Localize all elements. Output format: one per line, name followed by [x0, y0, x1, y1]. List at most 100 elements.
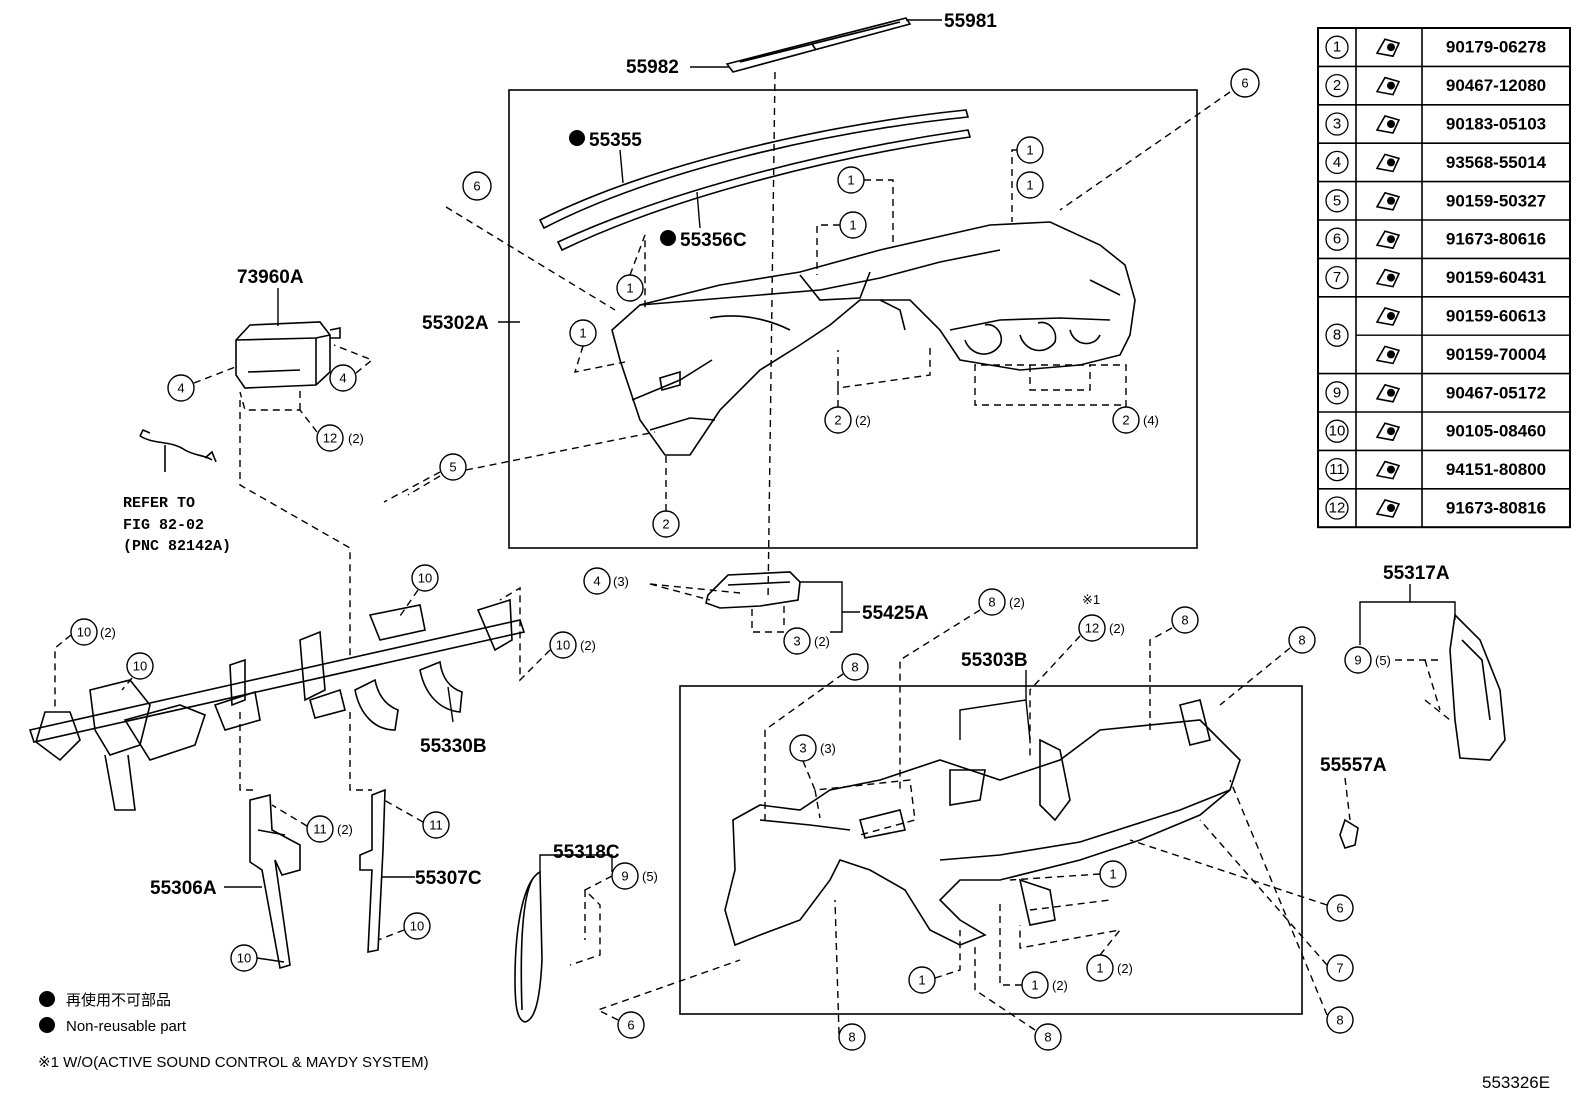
qty-9-5b: (5) — [642, 869, 658, 884]
refer-line-1: REFER TO — [123, 495, 195, 512]
part-55557A: 55557A — [1320, 755, 1387, 776]
svg-text:4: 4 — [177, 381, 184, 396]
svg-text:1: 1 — [1026, 178, 1033, 193]
svg-text:1: 1 — [1109, 867, 1116, 882]
table-part-number: 90467-12080 — [1446, 76, 1546, 95]
svg-text:6: 6 — [1336, 901, 1343, 916]
table-part-number: 90179-06278 — [1446, 38, 1546, 57]
nonreusable-mark-55356C — [660, 230, 676, 246]
nonreusable-mark-55355 — [569, 130, 585, 146]
qty-3-2: (2) — [814, 634, 830, 649]
upper-group-box — [508, 89, 1198, 549]
table-key-circle — [1325, 227, 1349, 251]
table-key-circle — [1325, 419, 1349, 443]
svg-text:9: 9 — [621, 869, 628, 884]
svg-text:8: 8 — [1181, 613, 1188, 628]
table-key-circle — [1325, 265, 1349, 290]
qty-10-2a: (2) — [100, 625, 116, 640]
table-key-circle — [1325, 189, 1349, 213]
defroster-nozzle-drawing — [725, 17, 912, 73]
part-55317A: 55317A — [1383, 563, 1450, 584]
dash-frame-55303B-drawing — [724, 699, 1241, 947]
part-55330B: 55330B — [420, 736, 487, 757]
seal-55318C-drawing — [514, 870, 543, 1023]
table-key-circle — [1325, 150, 1349, 175]
svg-text:8: 8 — [851, 660, 858, 675]
instrument-panel-drawing — [611, 221, 1136, 456]
part-55355: 55355 — [589, 130, 642, 151]
fastener-icon — [1375, 153, 1401, 173]
table-part-number: 90105-08460 — [1446, 422, 1546, 441]
legend-dot-jp — [39, 991, 55, 1007]
table-key-circle — [1325, 381, 1349, 405]
lower-callouts: 8 (2) ※1 12 (2) 8 8 8 3 (3) 1 1 1 (2) 1 … — [596, 588, 1354, 1051]
part-55318C: 55318C — [553, 842, 620, 863]
svg-text:9: 9 — [1354, 653, 1361, 668]
qty-8-2: (2) — [1009, 595, 1025, 610]
fastener-icon — [1375, 115, 1401, 134]
clip-55557A-drawing — [1339, 818, 1359, 849]
svg-text:1: 1 — [1031, 978, 1038, 993]
table-part-number: 91673-80816 — [1446, 499, 1546, 518]
qty-12-2b: (2) — [1109, 621, 1125, 636]
table-part-number: 91673-80616 — [1446, 230, 1546, 249]
table-key: 11 — [1329, 461, 1345, 478]
part-55306A: 55306A — [150, 878, 217, 899]
table-key: 8 — [1333, 327, 1341, 344]
svg-text:12: 12 — [323, 431, 337, 446]
svg-text:1: 1 — [918, 973, 925, 988]
table-part-number: 93568-55014 — [1446, 153, 1547, 172]
brace-callouts: 11 (2) 11 10 10 — [230, 799, 450, 972]
table-part-number: 94151-80800 — [1446, 460, 1546, 479]
table-part-number: 90467-05172 — [1446, 383, 1546, 402]
qty-4-3: (3) — [613, 574, 629, 589]
svg-text:1: 1 — [626, 281, 633, 296]
table-key: 7 — [1333, 269, 1341, 286]
svg-text:1: 1 — [847, 173, 854, 188]
fastener-icon — [1375, 230, 1401, 250]
qty-9-5a: (5) — [1375, 653, 1391, 668]
svg-text:3: 3 — [793, 634, 800, 649]
table-key: 12 — [1329, 500, 1346, 517]
svg-text:10: 10 — [418, 571, 432, 586]
table-key-circle — [1325, 112, 1349, 136]
footnote: ※1 W/O(ACTIVE SOUND CONTROL & MAYDY SYST… — [38, 1054, 429, 1071]
brace-55307C-drawing — [359, 788, 386, 953]
table-part-number: 90159-70004 — [1446, 345, 1547, 364]
svg-text:2: 2 — [662, 517, 669, 532]
qty-3-3: (3) — [820, 741, 836, 756]
svg-text:10: 10 — [556, 638, 570, 653]
legend-dot-en — [39, 1017, 55, 1033]
legend-jp: 再使用不可部品 — [66, 992, 171, 1009]
table-key: 4 — [1333, 154, 1341, 171]
svg-text:6: 6 — [627, 1018, 634, 1033]
svg-text:6: 6 — [473, 179, 480, 194]
table-key: 9 — [1333, 384, 1341, 401]
table-key: 1 — [1333, 39, 1341, 56]
table-key: 5 — [1333, 192, 1341, 209]
svg-text:3: 3 — [799, 741, 806, 756]
svg-text:1: 1 — [1026, 143, 1033, 158]
wire-harness-drawing — [139, 428, 217, 472]
svg-text:4: 4 — [339, 371, 346, 386]
svg-text:5: 5 — [449, 460, 456, 475]
fastener-icon — [1375, 268, 1401, 288]
molding-strips-drawing — [538, 109, 972, 252]
qty-1-2a: (2) — [1052, 978, 1068, 993]
fastener-icon — [1375, 345, 1401, 365]
table-key: 6 — [1333, 231, 1341, 248]
svg-text:6: 6 — [1241, 76, 1248, 91]
legend-en: Non-reusable part — [66, 1018, 187, 1035]
svg-text:12: 12 — [1085, 621, 1099, 636]
qty-10-2b: (2) — [580, 638, 596, 653]
table-key: 2 — [1333, 77, 1341, 94]
svg-text:2: 2 — [834, 413, 841, 428]
table-key: 10 — [1329, 423, 1346, 440]
fastener-icon — [1375, 499, 1401, 518]
fastener-icon — [1375, 383, 1401, 403]
part-55982: 55982 — [626, 57, 679, 78]
fastener-icon — [1375, 38, 1401, 58]
table-part-number: 90159-60431 — [1446, 268, 1546, 287]
svg-text:11: 11 — [429, 818, 443, 833]
qty-12-2a: (2) — [348, 431, 364, 446]
